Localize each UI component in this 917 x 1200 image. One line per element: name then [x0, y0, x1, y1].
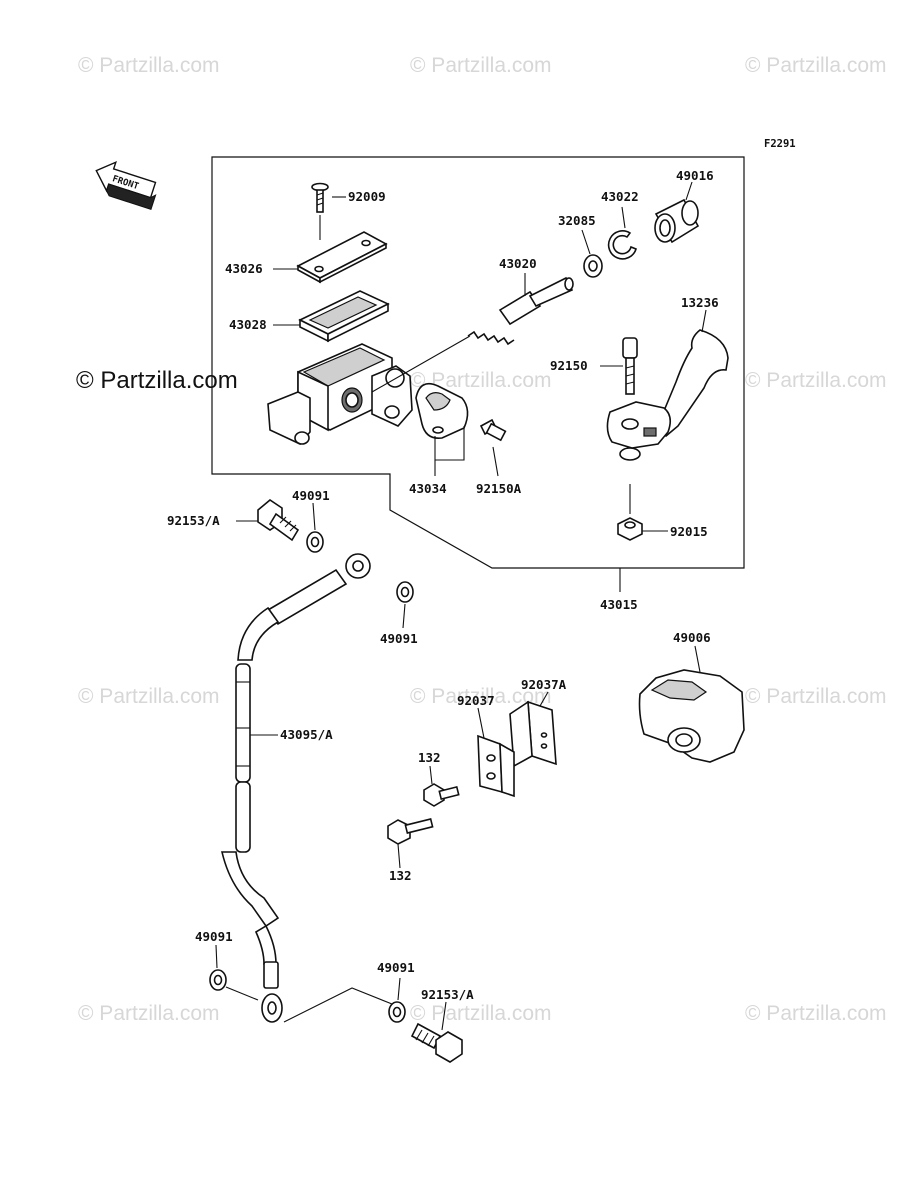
banjo-bolt-bottom — [410, 1001, 463, 1063]
leader-lower — [283, 987, 393, 1023]
clamp-43034 — [415, 382, 469, 476]
washer-49091-d — [388, 977, 406, 1023]
watermark: © Partzilla.com — [745, 1002, 887, 1025]
watermark: © Partzilla.com — [78, 685, 220, 708]
washer-49091-b — [396, 581, 414, 629]
watermark: © Partzilla.com — [410, 685, 552, 708]
label-92037: 92037 — [457, 693, 495, 708]
label-92153A-bottom: 92153/A — [421, 987, 474, 1002]
watermark: © Partzilla.com — [410, 369, 552, 392]
axis-line — [371, 335, 471, 393]
label-132-b: 132 — [389, 868, 412, 883]
nut-92015 — [617, 484, 668, 541]
label-13236: 13236 — [681, 295, 719, 310]
watermark: © Partzilla.com — [78, 54, 220, 77]
lever-13236 — [606, 309, 729, 461]
front-arrow-icon: FRONT — [95, 160, 157, 211]
label-43028: 43028 — [229, 317, 267, 332]
circlip-43022 — [607, 206, 637, 260]
assembly-frame — [211, 156, 745, 569]
piston-43020 — [467, 273, 574, 346]
washer-49091-c — [209, 944, 259, 1001]
label-43020: 43020 — [499, 256, 537, 271]
label-49006: 49006 — [673, 630, 711, 645]
bracket-92037 — [477, 707, 515, 798]
label-49091-a: 49091 — [292, 488, 330, 503]
watermark: © Partzilla.com — [745, 369, 887, 392]
washer-49091-a — [306, 502, 324, 553]
label-49091-b: 49091 — [380, 631, 418, 646]
brake-hose — [220, 553, 371, 1023]
label-43022: 43022 — [601, 189, 639, 204]
label-43015: 43015 — [600, 597, 638, 612]
label-32085: 32085 — [558, 213, 596, 228]
watermark-main: © Partzilla.com — [76, 367, 238, 394]
label-43034: 43034 — [409, 481, 447, 496]
boot-49016 — [654, 181, 700, 244]
label-49091-c: 49091 — [195, 929, 233, 944]
label-43095A: 43095/A — [280, 727, 333, 742]
cover-49006 — [638, 645, 745, 763]
label-92150A: 92150A — [476, 481, 522, 496]
label-92015: 92015 — [670, 524, 708, 539]
label-49016: 49016 — [676, 168, 714, 183]
label-92009: 92009 — [348, 189, 386, 204]
banjo-bolt-top — [236, 499, 300, 542]
screw-92009 — [311, 182, 346, 240]
master-cylinder-body — [267, 343, 413, 445]
bolt-132-b — [387, 818, 434, 869]
bolt-132-a — [423, 765, 460, 807]
label-92150: 92150 — [550, 358, 588, 373]
bolt-92150 — [600, 337, 638, 395]
label-92037A: 92037A — [521, 677, 567, 692]
watermark-group: © Partzilla.com © Partzilla.com © Partzi… — [78, 54, 887, 1025]
label-49091-d: 49091 — [377, 960, 415, 975]
cap-43026 — [273, 231, 388, 284]
watermark: © Partzilla.com — [745, 685, 887, 708]
label-132-a: 132 — [418, 750, 441, 765]
figure-code: F2291 — [764, 138, 796, 150]
bracket-92037A — [509, 691, 557, 768]
bolt-92150A — [479, 418, 507, 477]
watermark: © Partzilla.com — [410, 1002, 552, 1025]
washer-32085 — [581, 229, 603, 278]
watermark: © Partzilla.com — [410, 54, 552, 77]
label-43026: 43026 — [225, 261, 263, 276]
diaphragm-43028 — [273, 290, 390, 343]
label-92153A-top: 92153/A — [167, 513, 220, 528]
watermark: © Partzilla.com — [745, 54, 887, 77]
watermark: © Partzilla.com — [78, 1002, 220, 1025]
